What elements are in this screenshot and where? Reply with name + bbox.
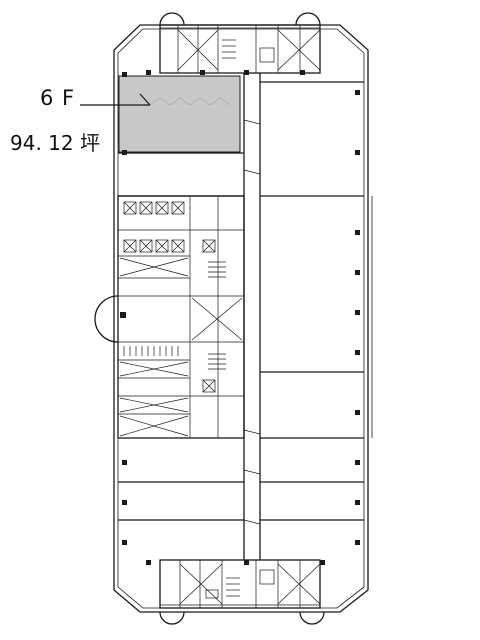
building-outline bbox=[113, 24, 369, 613]
area-label: 94. 12 坪 bbox=[10, 131, 100, 155]
top-core bbox=[159, 24, 321, 74]
left-core bbox=[117, 195, 245, 439]
columns bbox=[120, 70, 360, 565]
leased-area bbox=[118, 75, 241, 153]
floor-label: 6 F bbox=[40, 86, 76, 110]
bottom-core bbox=[159, 559, 321, 609]
